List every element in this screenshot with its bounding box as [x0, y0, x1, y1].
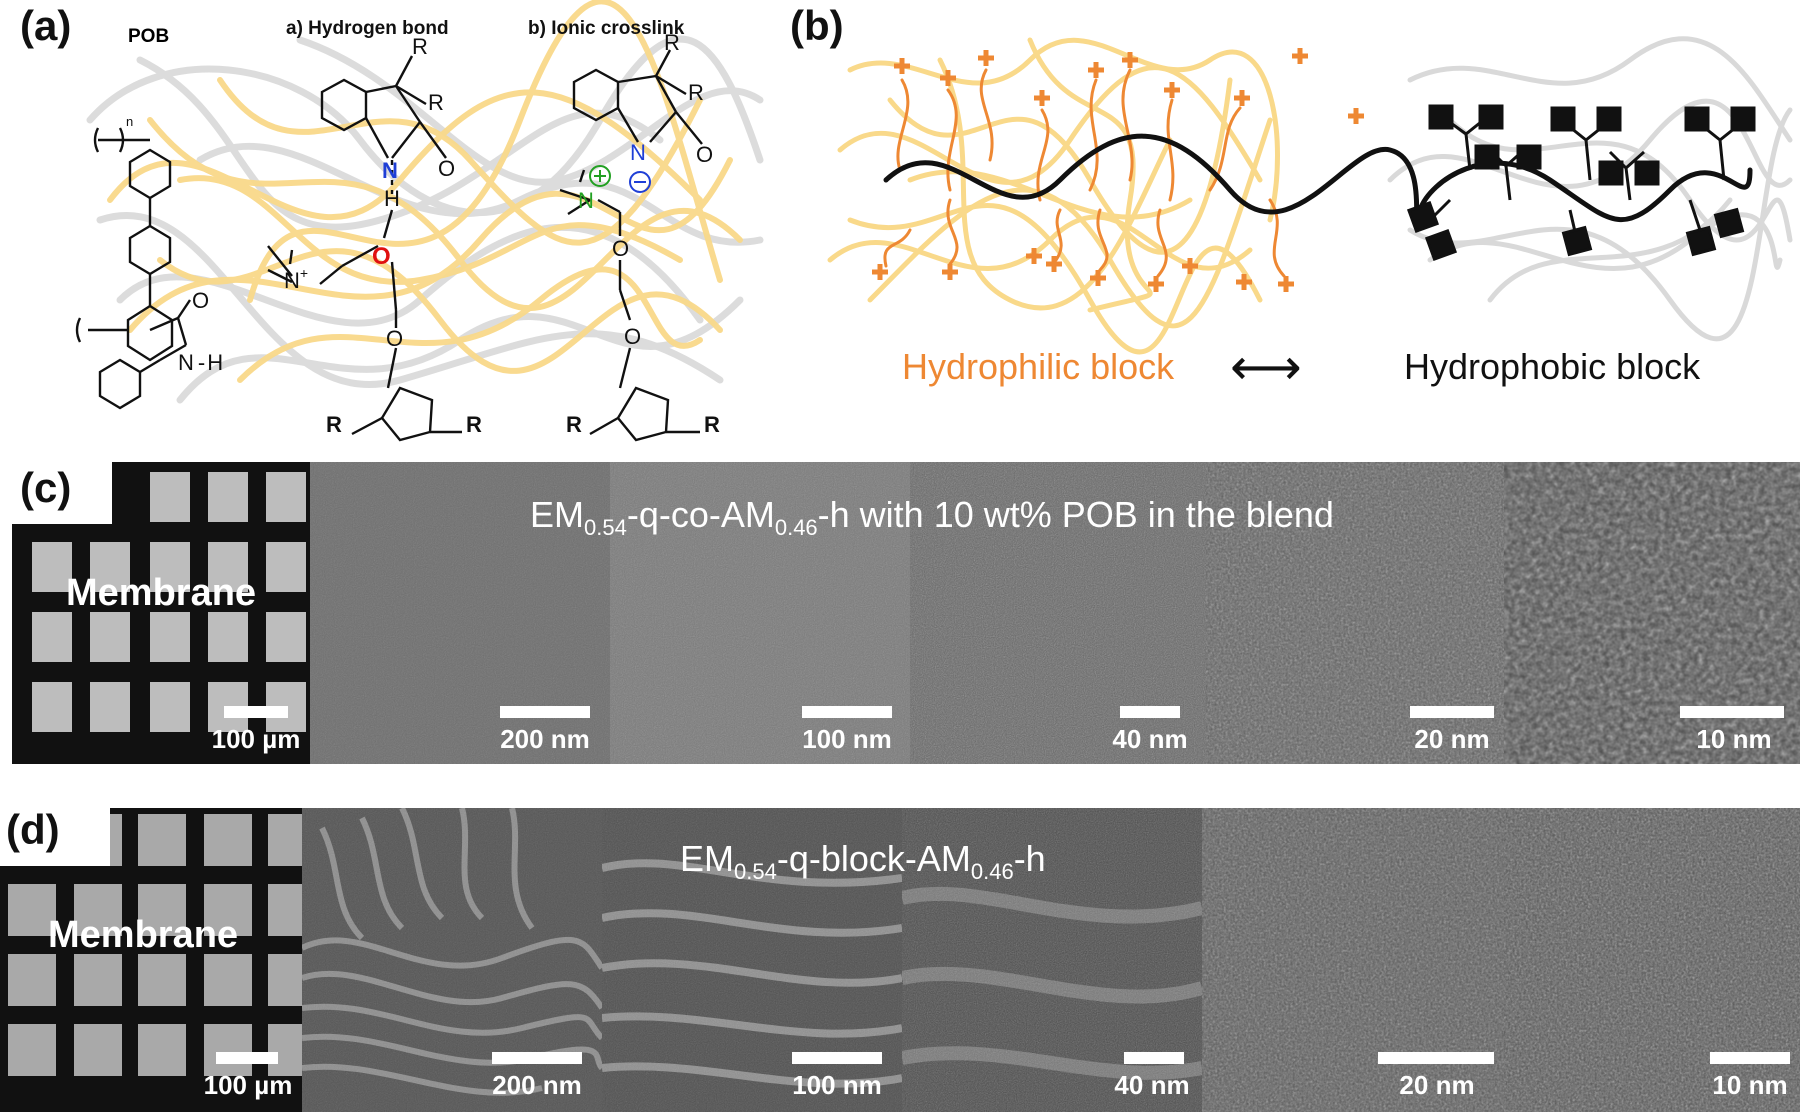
- panel-b-schematic: [827, 36, 1793, 355]
- ionic-minus-circle: [629, 171, 651, 193]
- c-scalebar-2: [500, 706, 590, 718]
- d-scale-1: 100 µm: [203, 1070, 293, 1100]
- pob-structure: [75, 127, 191, 410]
- d-scalebar-1: [216, 1052, 278, 1064]
- d-tile-20nm: 20 nm: [1202, 808, 1504, 1112]
- hbond-o-carbonyl: O: [438, 156, 455, 181]
- c-scalebar-6: [1680, 706, 1784, 718]
- c-scale-3: 100 nm: [802, 724, 892, 754]
- pob-nh-label: N-H: [178, 350, 223, 375]
- d-caption: EM0.54-q-block-AM0.46-h: [680, 838, 1046, 885]
- panel-c-label: (c): [20, 464, 72, 511]
- hydrophilic-side-chains: [883, 68, 1286, 278]
- c-tile-10nm: 10 nm: [1504, 462, 1800, 764]
- c-caption: EM0.54-q-co-AM0.46-h with 10 wt% POB in …: [530, 494, 1334, 541]
- pob-n-label: n: [126, 114, 133, 129]
- d-scale-5: 20 nm: [1399, 1070, 1475, 1100]
- panel-a-label: (a): [20, 2, 72, 49]
- c-scale-6: 10 nm: [1696, 724, 1772, 754]
- c-tile-200nm: 200 nm: [310, 462, 610, 764]
- d-tile-100nm: 100 nm: [602, 808, 902, 1112]
- d-scale-4: 40 nm: [1114, 1070, 1190, 1100]
- panel-c: (c) Membrane 100 µm 200 nm 100 nm 40 nm …: [0, 462, 1804, 764]
- c-tile-40nm: 40 nm: [910, 462, 1206, 764]
- ionic-structure: [559, 49, 703, 442]
- ionic-r4: R: [704, 412, 720, 437]
- ionic-r2: R: [688, 80, 704, 105]
- d-tile-10nm: 10 nm: [1504, 808, 1800, 1112]
- c-scale-2: 200 nm: [500, 724, 590, 754]
- hbond-structure: [267, 55, 462, 442]
- d-tile-40nm: 40 nm: [902, 808, 1202, 1112]
- panel-a: (a): [0, 0, 790, 460]
- c-panel-label-box: [12, 462, 112, 524]
- ionic-o1: O: [612, 236, 629, 261]
- panel-b: (b): [790, 0, 1804, 460]
- c-scale-1: 100 µm: [211, 724, 301, 754]
- pob-label: POB: [128, 26, 169, 47]
- cation-markers: [872, 48, 1364, 292]
- d-stripes-200nm: [302, 808, 602, 1112]
- c-membrane-label: Membrane: [66, 572, 257, 614]
- block-copolymer-backbone: [883, 133, 1753, 222]
- hbond-n-blue: N: [382, 158, 398, 183]
- c-scale-4: 40 nm: [1112, 724, 1188, 754]
- panel-d: (d) Membrane 100 µm 200 nm: [0, 806, 1804, 1112]
- ionic-o-carbonyl: O: [696, 142, 713, 167]
- d-scale-6: 10 nm: [1712, 1070, 1788, 1100]
- d-scalebar-2: [492, 1052, 582, 1064]
- c-scalebar-5: [1410, 706, 1494, 718]
- hbond-nplus: N+: [284, 265, 308, 293]
- d-tile-200nm: 200 nm: [302, 808, 602, 1112]
- c-tile-20nm: 20 nm: [1206, 462, 1504, 764]
- hbond-h: H: [384, 186, 400, 211]
- panel-b-label: (b): [790, 2, 844, 49]
- d-scalebar-6: [1710, 1052, 1790, 1064]
- hydrophobic-side-groups: [1406, 104, 1756, 262]
- hbond-o2: O: [386, 326, 403, 351]
- hydrophilic-coil: [827, 37, 1280, 355]
- d-scale-2: 200 nm: [492, 1070, 582, 1100]
- d-scalebar-3: [792, 1052, 882, 1064]
- c-scalebar-1: [224, 706, 288, 718]
- ionic-label: b) Ionic crosslink: [528, 18, 685, 39]
- d-scale-3: 100 nm: [792, 1070, 882, 1100]
- c-scalebar-4: [1120, 706, 1180, 718]
- c-tile-100nm: 100 nm: [610, 462, 910, 764]
- c-scale-5: 20 nm: [1414, 724, 1490, 754]
- ionic-n-blue: N: [630, 140, 646, 165]
- c-scalebar-3: [802, 706, 892, 718]
- block-arrow: ⟷: [1230, 338, 1302, 396]
- ionic-n-green: N: [578, 188, 594, 213]
- hydrophobic-coil: [1387, 36, 1793, 341]
- ionic-r3: R: [566, 412, 582, 437]
- hydrophilic-block-label: Hydrophilic block: [902, 346, 1175, 387]
- hbond-o-red: O: [372, 243, 391, 270]
- hbond-r4: R: [466, 412, 482, 437]
- panel-a-schematic: POB n O N-H a) Hydrogen bond: [75, 0, 764, 442]
- hbond-r3: R: [326, 412, 342, 437]
- d-scalebar-5: [1378, 1052, 1494, 1064]
- ionic-r1: R: [664, 30, 680, 55]
- hbond-r2: R: [428, 90, 444, 115]
- hbond-r1: R: [412, 34, 428, 59]
- ionic-plus-circle: [589, 165, 611, 187]
- panel-d-label: (d): [6, 806, 60, 853]
- d-scalebar-4: [1124, 1052, 1184, 1064]
- hbond-label: a) Hydrogen bond: [286, 18, 449, 39]
- pob-o-label: O: [192, 288, 209, 313]
- d-membrane-label: Membrane: [48, 914, 239, 956]
- hydrophobic-block-label: Hydrophobic block: [1404, 346, 1701, 387]
- ionic-o2: O: [624, 324, 641, 349]
- d-panel-label-box: [0, 808, 110, 866]
